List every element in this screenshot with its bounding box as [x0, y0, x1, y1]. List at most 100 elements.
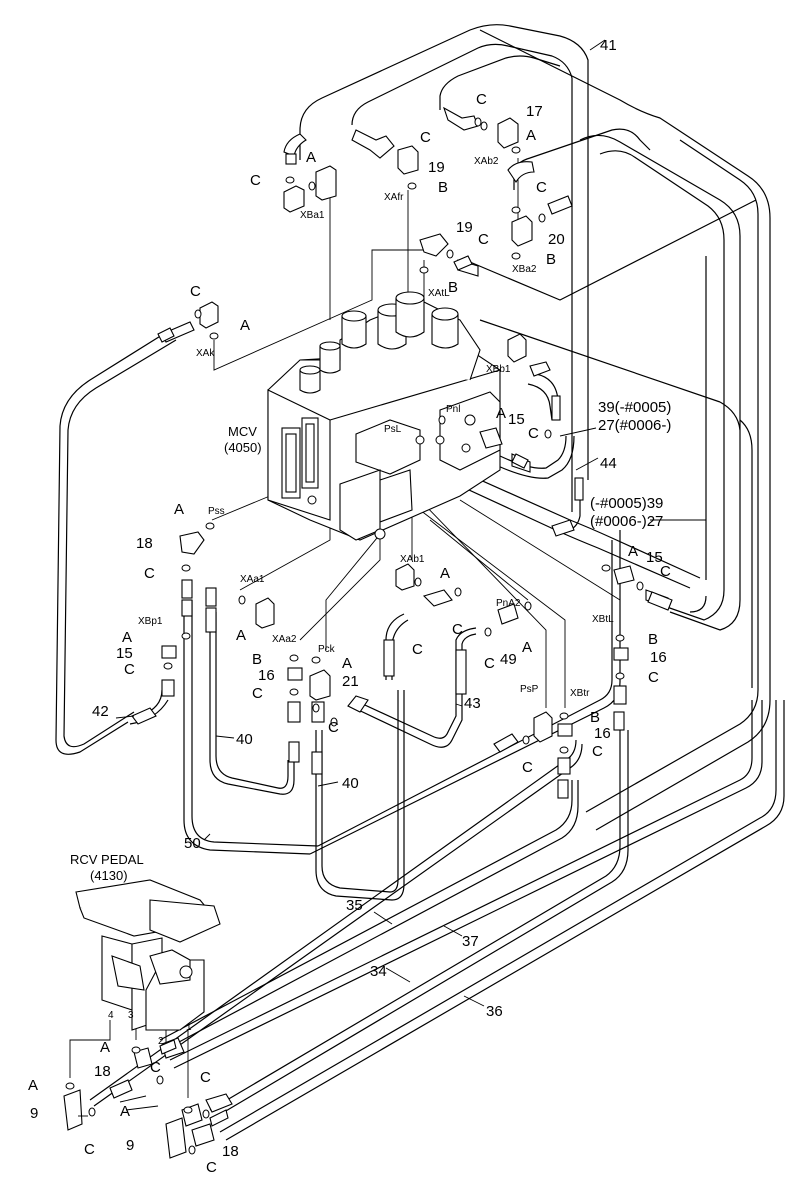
tag-b: B	[252, 651, 262, 668]
hose-44	[497, 373, 584, 535]
callout-21: 21	[342, 673, 359, 690]
tag-c: C	[328, 719, 339, 736]
tag-c: C	[528, 425, 539, 442]
callout-15b: 15	[646, 549, 663, 566]
callout-49: 49	[500, 651, 517, 668]
tag-c: C	[190, 283, 201, 300]
tag-a: A	[496, 405, 506, 422]
tag-c: C	[200, 1069, 211, 1086]
rcv-pedal	[75, 879, 221, 1031]
fittings	[63, 106, 669, 1159]
rcv-title: RCV PEDAL	[70, 852, 144, 867]
callout-34: 34	[370, 963, 387, 980]
tag-a: A	[174, 501, 184, 518]
pipe-35-37-34-36	[89, 700, 785, 1141]
callout-18c: 18	[222, 1143, 239, 1160]
callout-leaders	[78, 39, 706, 1117]
callout-16a: 16	[258, 667, 275, 684]
tag-a: A	[28, 1077, 38, 1094]
callout-41: 41	[600, 37, 617, 54]
callout-42: 42	[92, 703, 109, 720]
tag-a: A	[236, 627, 246, 644]
port-xafr: XAfr	[384, 192, 404, 203]
callout-37: 37	[462, 933, 479, 950]
port-xba2: XBa2	[512, 264, 537, 275]
o-rings	[65, 117, 644, 1155]
tag-c: C	[250, 172, 261, 189]
callout-20: 20	[548, 231, 565, 248]
callout-9a: 9	[30, 1105, 38, 1122]
tag-a: A	[306, 149, 316, 166]
callout-18a: 18	[136, 535, 153, 552]
port-xbb1: XBb1	[486, 364, 511, 375]
pedal-port-1: 1	[186, 1022, 192, 1033]
tag-a: A	[440, 565, 450, 582]
tag-c: C	[648, 669, 659, 686]
tag-c: C	[206, 1159, 217, 1176]
callout-16c: 16	[594, 725, 611, 742]
port-xab2: XAb2	[474, 156, 499, 167]
callout-27b: (#0006-)27	[590, 513, 663, 530]
port-pna2: PnA2	[496, 598, 521, 609]
callout-39a: 39(-#0005)	[598, 399, 671, 416]
tag-a: A	[122, 629, 132, 646]
tag-c: C	[476, 91, 487, 108]
callout-39b: (-#0005)39	[590, 495, 663, 512]
callout-19a: 19	[428, 159, 445, 176]
port-pnl: Pnl	[446, 404, 460, 415]
callout-43: 43	[464, 695, 481, 712]
port-psp: PsP	[520, 684, 539, 695]
tag-c: C	[660, 563, 671, 580]
callout-15a: 15	[508, 411, 525, 428]
port-xatl: XAtL	[428, 288, 450, 299]
tag-c: C	[144, 565, 155, 582]
tag-c: C	[150, 1059, 161, 1076]
callout-15c: 15	[116, 645, 133, 662]
tag-b: B	[648, 631, 658, 648]
tag-b: B	[448, 279, 458, 296]
labels: MCV (4050) RCV PEDAL (4130) 41 17 19 19 …	[28, 37, 671, 1176]
mcv-spool-caps	[299, 291, 476, 540]
tag-c: C	[478, 231, 489, 248]
mcv-code: (4050)	[224, 440, 262, 455]
callout-44: 44	[600, 455, 617, 472]
port-xaa2: XAa2	[272, 634, 297, 645]
pipe-42	[55, 329, 177, 755]
pedal-port-3: 3	[128, 1010, 134, 1021]
tag-c: C	[84, 1141, 95, 1158]
callout-18b: 18	[94, 1063, 111, 1080]
tag-a: A	[240, 317, 250, 334]
port-psl: PsL	[384, 424, 402, 435]
port-pss: Pss	[208, 506, 225, 517]
tag-b: B	[590, 709, 600, 726]
callout-19b: 19	[456, 219, 473, 236]
port-xab1: XAb1	[400, 554, 425, 565]
callout-27a: 27(#0006-)	[598, 417, 671, 434]
tag-c: C	[522, 759, 533, 776]
tag-a: A	[526, 127, 536, 144]
hose-40	[209, 612, 405, 901]
rcv-code: (4130)	[90, 868, 128, 883]
callout-50: 50	[184, 835, 201, 852]
tag-a: A	[342, 655, 352, 672]
hose-ferrules	[131, 255, 673, 1127]
port-xaa1: XAa1	[240, 574, 265, 585]
callout-40b: 40	[342, 775, 359, 792]
callout-16b: 16	[650, 649, 667, 666]
callout-9b: 9	[126, 1137, 134, 1154]
pedal-port-2: 2	[158, 1036, 164, 1047]
tag-a: A	[100, 1039, 110, 1056]
tag-c: C	[536, 179, 547, 196]
callout-35: 35	[346, 897, 363, 914]
mcv-title: MCV	[228, 424, 257, 439]
port-xak: XAk	[196, 348, 215, 359]
tag-c: C	[412, 641, 423, 658]
tag-b: B	[438, 179, 448, 196]
callout-36: 36	[486, 1003, 503, 1020]
tag-a: A	[120, 1103, 130, 1120]
port-xbtl: XBtL	[592, 614, 614, 625]
tag-c: C	[484, 655, 495, 672]
tag-a: A	[628, 543, 638, 560]
pipe-right-loops	[469, 29, 771, 831]
